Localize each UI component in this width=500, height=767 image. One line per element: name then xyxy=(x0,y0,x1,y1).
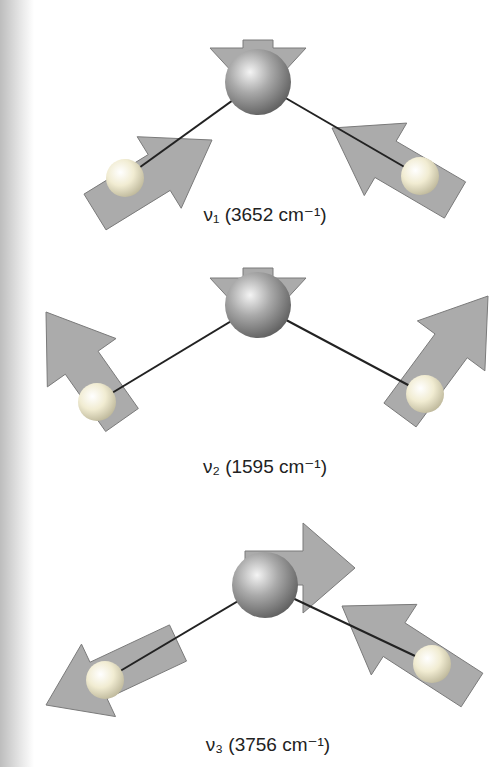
hydrogen-atom xyxy=(78,383,116,421)
oxygen-atom xyxy=(225,49,291,115)
displacement-arrow xyxy=(384,296,488,427)
mode-frequency-label: ν₂ (1595 cm⁻¹) xyxy=(203,455,327,478)
displacement-arrow xyxy=(46,312,138,432)
page-edge-shade xyxy=(0,0,34,767)
mode-frequency-label: ν₃ (3756 cm⁻¹) xyxy=(206,733,330,756)
displacement-arrow xyxy=(46,625,187,717)
mode-frequency-label: ν₁ (3652 cm⁻¹) xyxy=(203,203,326,226)
hydrogen-atom xyxy=(106,159,144,197)
water-molecule xyxy=(78,272,444,421)
displacement-arrow xyxy=(84,137,212,230)
water-molecule xyxy=(106,49,439,197)
hydrogen-atom xyxy=(406,375,444,413)
hydrogen-atom xyxy=(401,157,439,195)
hydrogen-atom xyxy=(413,645,451,683)
oxygen-atom xyxy=(225,272,291,338)
water-molecule xyxy=(86,552,451,699)
oxygen-atom xyxy=(232,552,298,618)
hydrogen-atom xyxy=(86,661,124,699)
